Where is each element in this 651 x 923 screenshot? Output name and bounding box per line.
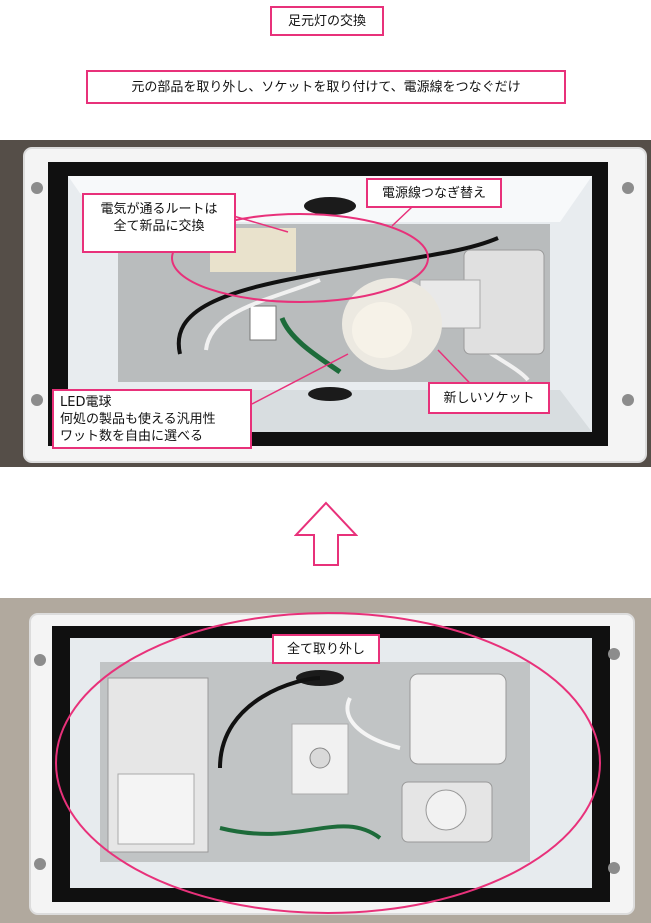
before-photo: [0, 598, 651, 923]
callout-led-line-2: 何処の製品も使える汎用性: [60, 412, 216, 427]
callout-led-line-1: LED電球: [60, 395, 112, 410]
callout-route-line-2: 全て新品に交換: [113, 219, 205, 234]
after-fixture-illustration: [0, 140, 651, 467]
callout-wire-reconnect: 電源線つなぎ替え: [366, 178, 502, 208]
callout-route-line-1: 電気が通るルートは: [100, 202, 218, 217]
page-subtitle: 元の部品を取り外し、ソケットを取り付けて、電源線をつなぐだけ: [86, 70, 566, 104]
after-photo: [0, 140, 651, 467]
callout-led-line-3: ワット数を自由に選べる: [60, 429, 204, 444]
page-title: 足元灯の交換: [270, 6, 384, 36]
callout-led-bulb: LED電球 何処の製品も使える汎用性 ワット数を自由に選べる: [52, 389, 252, 449]
callout-new-socket: 新しいソケット: [428, 382, 550, 414]
up-arrow-icon: [294, 501, 358, 566]
callout-route-replaced: 電気が通るルートは 全て新品に交換: [82, 193, 236, 253]
before-fixture-illustration: [0, 598, 651, 923]
callout-remove-all: 全て取り外し: [272, 634, 380, 664]
